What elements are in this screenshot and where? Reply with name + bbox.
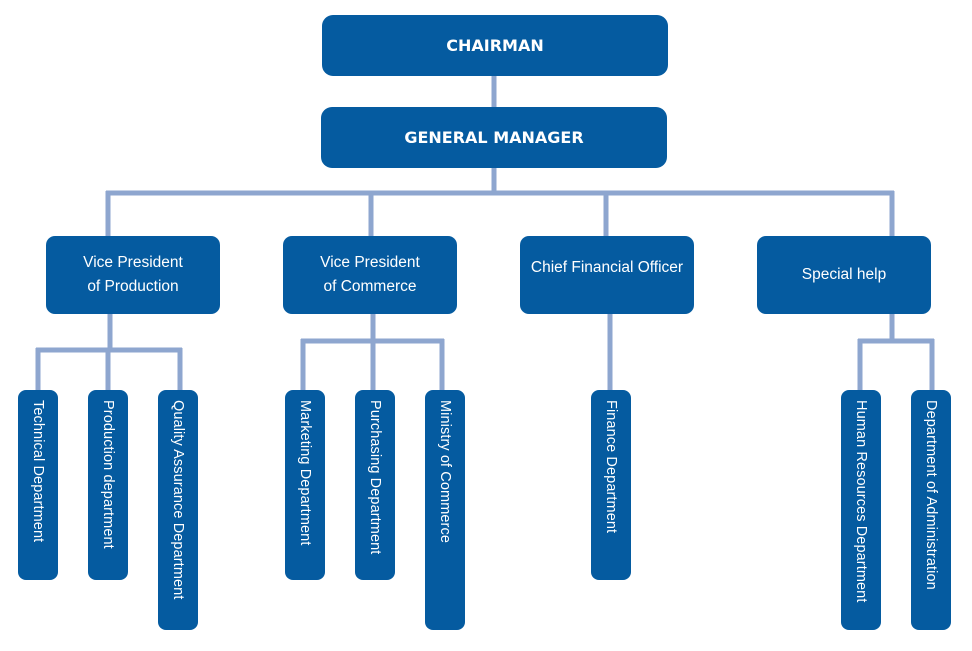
human-resources-department-box: Human Resources Department xyxy=(841,390,881,630)
technical-department-box: Technical Department xyxy=(18,390,58,580)
purchasing-department-label: Purchasing Department xyxy=(367,400,383,555)
special-help-box: Special help xyxy=(757,236,931,314)
vp-production-line1: Vice President xyxy=(83,254,183,271)
quality-assurance-department-label: Quality Assurance Department xyxy=(170,400,186,600)
ministry-of-commerce-label: Ministry of Commerce xyxy=(437,400,453,543)
cfo-box: Chief Financial Officer xyxy=(520,236,694,314)
marketing-department-box: Marketing Department xyxy=(285,390,325,580)
general-manager-label: GENERAL MANAGER xyxy=(404,128,584,147)
chairman-label: CHAIRMAN xyxy=(446,36,544,55)
general-manager-box: GENERAL MANAGER xyxy=(321,107,667,168)
cfo-label: Chief Financial Officer xyxy=(530,259,684,276)
vp-commerce-line1: Vice President xyxy=(320,254,420,271)
finance-department-box: Finance Department xyxy=(591,390,631,580)
department-of-administration-label: Department of Administration xyxy=(923,400,939,590)
vp-commerce-box: Vice President of Commerce xyxy=(283,236,457,314)
quality-assurance-department-box: Quality Assurance Department xyxy=(158,390,198,630)
production-department-label: Production department xyxy=(100,400,116,549)
ministry-of-commerce-box: Ministry of Commerce xyxy=(425,390,465,630)
vp-commerce-line2: of Commerce xyxy=(323,278,417,295)
chairman-box: CHAIRMAN xyxy=(322,15,668,76)
department-of-administration-box: Department of Administration xyxy=(911,390,951,630)
purchasing-department-box: Purchasing Department xyxy=(355,390,395,580)
finance-department-label: Finance Department xyxy=(603,400,619,534)
production-department-box: Production department xyxy=(88,390,128,580)
human-resources-department-label: Human Resources Department xyxy=(853,400,869,603)
special-help-label: Special help xyxy=(801,266,887,283)
technical-department-label: Technical Department xyxy=(30,400,46,543)
marketing-department-label: Marketing Department xyxy=(297,400,313,546)
vp-production-line2: of Production xyxy=(87,278,179,295)
vp-production-box: Vice President of Production xyxy=(46,236,220,314)
